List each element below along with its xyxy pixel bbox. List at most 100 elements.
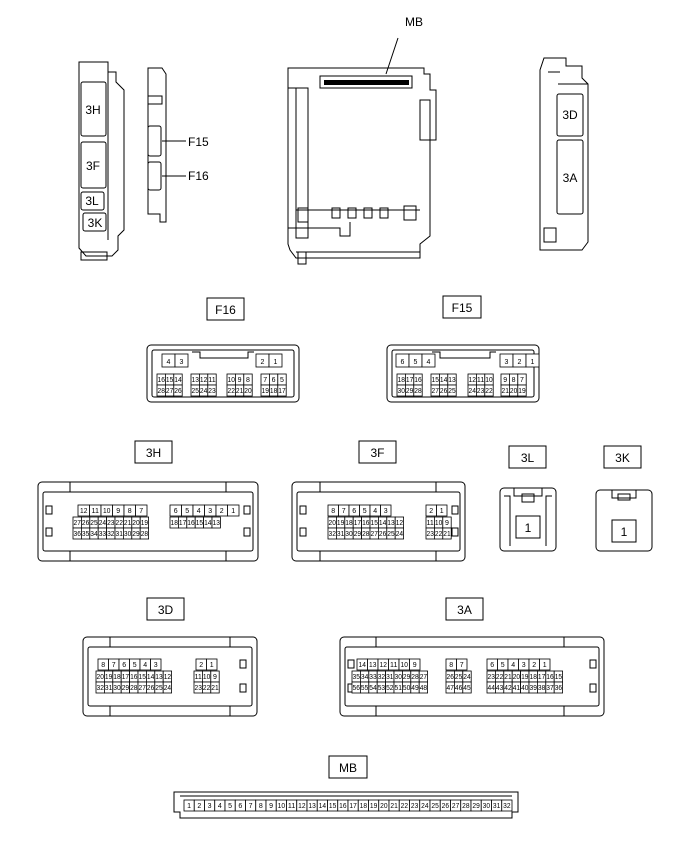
pin-f15-3: 3: [505, 359, 509, 366]
pin-c3a-8: 8: [449, 662, 453, 669]
pin-f15-19: 19: [518, 388, 525, 395]
label-box-f16: F16: [206, 297, 245, 321]
pin-c3h-29: 29: [132, 531, 139, 538]
pin-c3d-1: 1: [210, 662, 214, 669]
callout-f16: F16: [188, 169, 209, 183]
pin-c3f-3: 3: [384, 508, 388, 515]
pin-c3h-15: 15: [196, 520, 203, 527]
pin-f16-4: 4: [167, 359, 171, 366]
pin-c3a-45-cell: [462, 681, 472, 694]
pin-f15-28: 28: [414, 388, 421, 395]
pin-c3f-15: 15: [371, 520, 378, 527]
pin-f15-22: 22: [485, 388, 492, 395]
pin-c3a-48: 48: [420, 685, 427, 692]
pin-c3d-9: 9: [213, 674, 217, 681]
pin-mb-7: 7: [249, 803, 253, 810]
pin-c3d-11: 11: [195, 674, 202, 681]
pin-c3d-16: 16: [130, 674, 137, 681]
pin-mb-20: 20: [380, 803, 387, 810]
connector-3l-housing: 1: [499, 487, 557, 552]
pin-f15-4: 4: [427, 359, 431, 366]
pin-c3f-3-cell: [380, 504, 392, 517]
pin-mb-13: 13: [308, 803, 315, 810]
pin-c3h-5: 5: [185, 508, 189, 515]
pin-mb-19: 19: [370, 803, 377, 810]
pin-f15-4-cell: [421, 353, 436, 368]
pin-c3f-17: 17: [354, 520, 361, 527]
pin-c3a-27: 27: [420, 674, 427, 681]
pin-mb-24: 24: [421, 803, 428, 810]
pin-c3a-53: 53: [378, 685, 385, 692]
pin-f15-25: 25: [448, 388, 455, 395]
pin-f15-25-cell: [447, 384, 457, 397]
pin-c3f-1: 1: [440, 508, 444, 515]
pin-c3a-1-cell: [539, 658, 551, 671]
pin-c3a-52: 52: [386, 685, 393, 692]
callout-3d: 3D: [562, 108, 578, 122]
pin-c3a-29: 29: [403, 674, 410, 681]
pin-mb-12: 12: [298, 803, 305, 810]
pin-c3d-13: 13: [155, 674, 162, 681]
pin-f16-3-cell: [174, 353, 189, 368]
pin-f16-5: 5: [280, 377, 284, 384]
label-3k: 3K: [615, 451, 630, 465]
pin-c3a-43: 43: [496, 685, 503, 692]
pin-c3d-32: 32: [97, 685, 104, 692]
pin-f16-27: 27: [166, 388, 173, 395]
pin-mb-21: 21: [390, 803, 397, 810]
pin-c3d-18: 18: [113, 674, 120, 681]
pin-c3a-11: 11: [390, 662, 397, 669]
pin-c3a-4: 4: [511, 662, 515, 669]
pin-f16-17-cell: [277, 384, 287, 397]
pin-f15-5: 5: [414, 359, 418, 366]
label-mb: MB: [339, 761, 357, 775]
callout-3a: 3A: [563, 171, 578, 185]
pin-c3d-7: 7: [112, 662, 116, 669]
pin-mb-28: 28: [462, 803, 469, 810]
pin-f16-26-cell: [173, 384, 183, 397]
junction-block-left-view: [78, 61, 186, 261]
pin-c3a-36: 36: [555, 685, 562, 692]
pin-c3a-56: 56: [353, 685, 360, 692]
connector-3h-housing: [37, 481, 259, 562]
pin-c3f-30: 30: [345, 531, 352, 538]
pin-c3d-23: 23: [195, 685, 202, 692]
pin-f15-12: 12: [469, 377, 476, 384]
pin-f16-23: 23: [208, 388, 215, 395]
pin-mb-31: 31: [493, 803, 500, 810]
pin-c3a-31: 31: [386, 674, 393, 681]
pin-f15-29: 29: [406, 388, 413, 395]
pin-f15-7: 7: [520, 377, 524, 384]
callout-3l: 3L: [85, 194, 99, 208]
pin-c3d-12: 12: [164, 674, 171, 681]
pin-c3h-28-cell: [139, 527, 149, 540]
pin-c3d-20: 20: [97, 674, 104, 681]
pin-c3a-28: 28: [411, 674, 418, 681]
pin-mb-23: 23: [411, 803, 418, 810]
connector-f15-housing: [386, 344, 540, 403]
pin-c3a-3: 3: [522, 662, 526, 669]
pin-c3h-8: 8: [128, 508, 132, 515]
pin-f15-17: 17: [406, 377, 413, 384]
pin-c3f-18: 18: [345, 520, 352, 527]
pin-f15-14: 14: [440, 377, 447, 384]
pin-mb-10: 10: [278, 803, 285, 810]
connector-3k-housing: 1: [595, 489, 653, 552]
pin-c3d-30: 30: [113, 685, 120, 692]
pin-c3h-1-cell: [227, 504, 240, 517]
pin-c3f-25: 25: [387, 531, 394, 538]
pin-mb-5: 5: [228, 803, 232, 810]
pin-f16-21: 21: [236, 388, 243, 395]
pin-c3h-2: 2: [220, 508, 224, 515]
pin-f16-2: 2: [261, 359, 265, 366]
pin-c3h-34: 34: [90, 531, 97, 538]
connector-mb-housing: [173, 791, 519, 819]
pin-mb-18: 18: [360, 803, 367, 810]
pin-c3d-2: 2: [199, 662, 203, 669]
pin-c3a-1: 1: [543, 662, 547, 669]
pin-c3h-28: 28: [141, 531, 148, 538]
pin-c3h-10: 10: [103, 508, 110, 515]
pin-mb-30: 30: [483, 803, 490, 810]
pin-c3f-23: 23: [427, 531, 434, 538]
pin-f15-27: 27: [432, 388, 439, 395]
